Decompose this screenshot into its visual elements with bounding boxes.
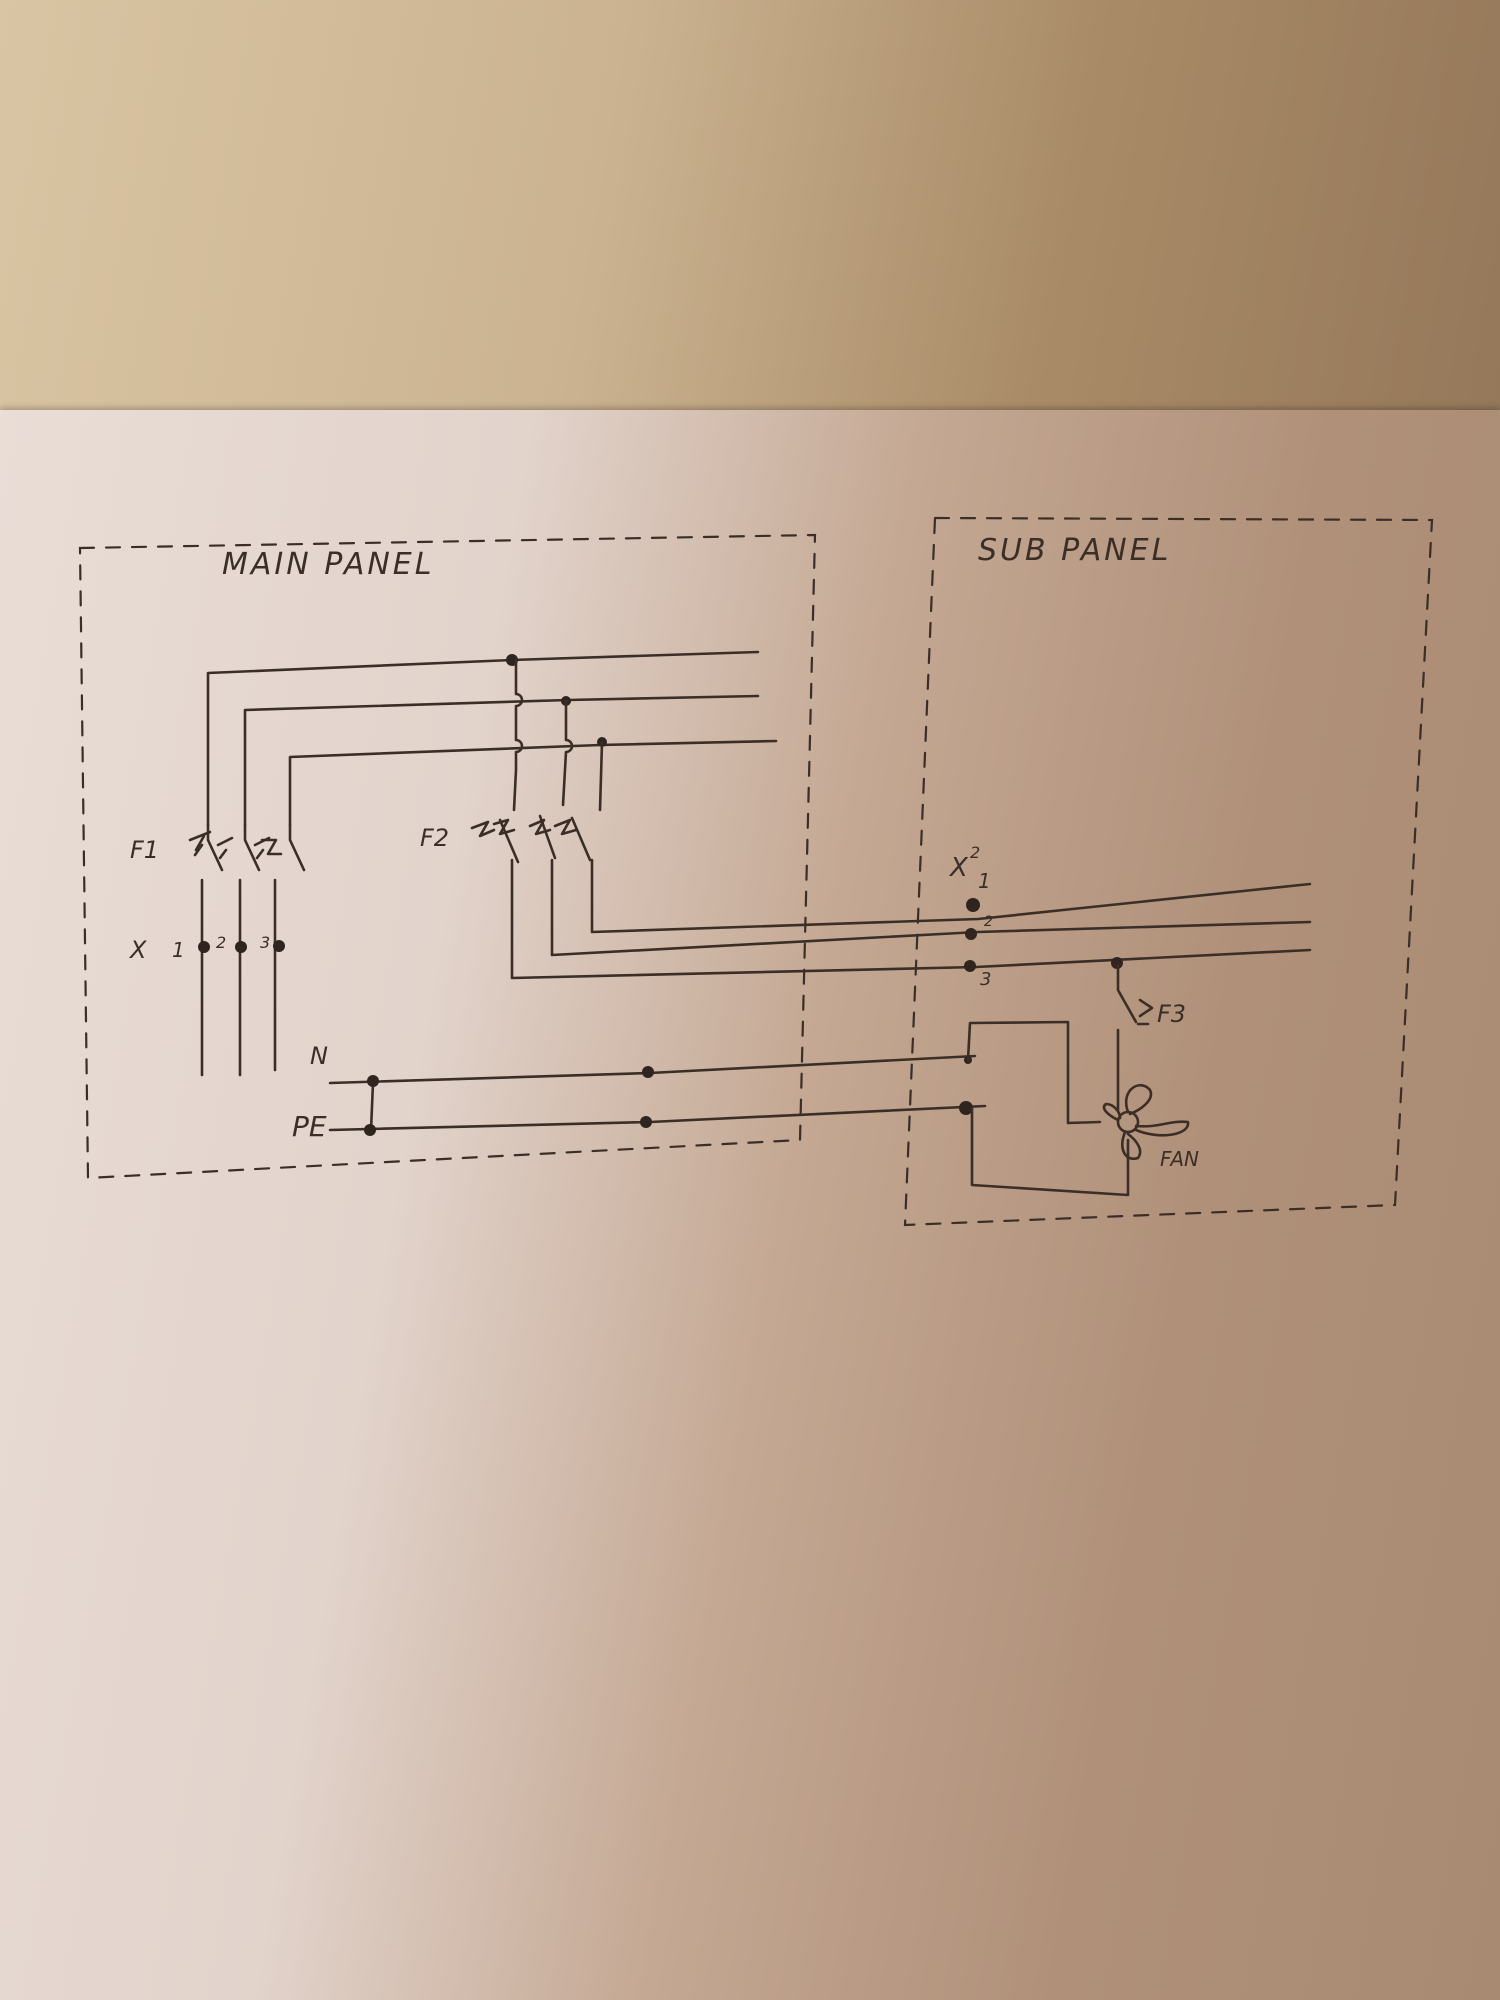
fan-icon [1102, 1083, 1190, 1161]
breaker-f1 [188, 823, 306, 872]
feeder-cables [510, 858, 1312, 980]
breaker-f3 [1111, 957, 1154, 1112]
breaker-f2 [470, 814, 592, 864]
terminal-x-main-3: 3 [260, 933, 270, 952]
terminal-x2-1: 1 [978, 869, 991, 893]
terminal-x2-sub [964, 898, 980, 972]
breaker-f1-label: F1 [130, 836, 159, 864]
main-panel-border [78, 533, 817, 1180]
earth-label: PE [292, 1110, 327, 1143]
terminal-x-main [198, 878, 285, 1077]
terminal-x2-3: 3 [980, 969, 991, 990]
terminal-x-main-2: 2 [216, 933, 226, 952]
fan-label: FAN [1160, 1147, 1199, 1171]
sub-panel-border [903, 516, 1434, 1227]
supply-busbars [206, 650, 778, 827]
main-panel-title: MAIN PANEL [222, 547, 434, 582]
terminal-x2-2: 2 [984, 914, 993, 930]
terminal-x-main-1: 1 [172, 938, 185, 962]
terminal-x2-sup: 2 [970, 843, 980, 862]
neutral-label: N [310, 1042, 328, 1070]
background-sheet [0, 0, 1500, 410]
terminal-x-main-label: X [128, 936, 147, 964]
terminal-x2-label: X [948, 853, 969, 883]
breaker-f2-label: F2 [420, 824, 449, 852]
fan-wiring [966, 1020, 1130, 1197]
sub-panel-title: SUB PANEL [978, 533, 1171, 568]
breaker-f3-label: F3 [1157, 1000, 1186, 1028]
breaker-f2-feeds [506, 654, 607, 812]
paper-sheet [0, 410, 1500, 2000]
neutral-earth-lines [328, 1054, 987, 1136]
